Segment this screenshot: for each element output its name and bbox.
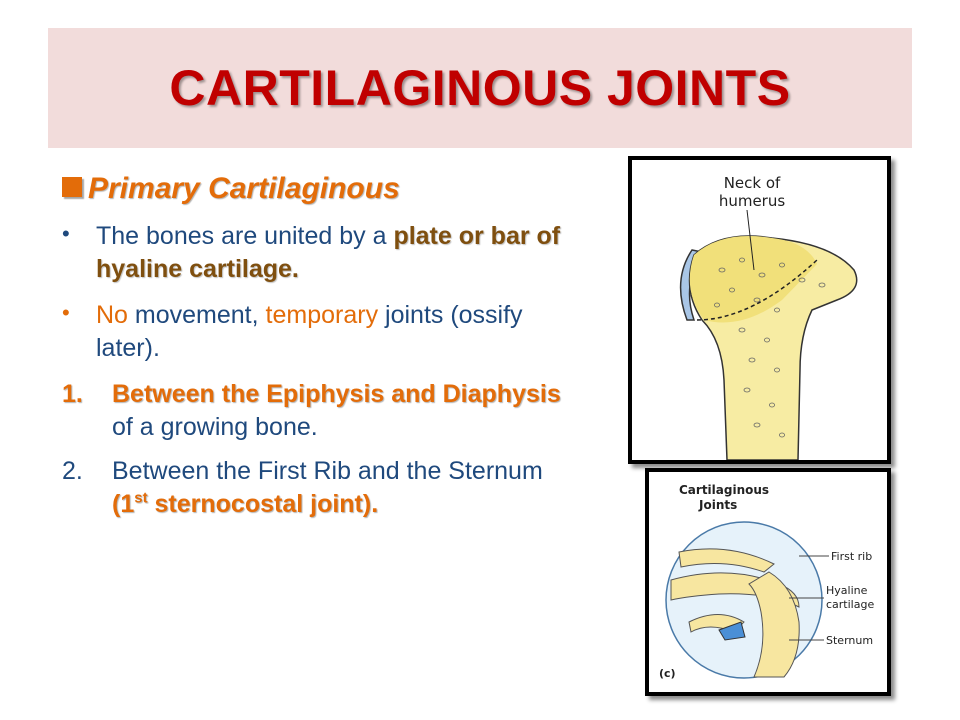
- item-2-emphasis: (1st sternocostal joint).: [112, 489, 379, 518]
- figure-2-title-line1: Cartilaginous: [679, 483, 769, 497]
- item-2-bold-post: sternocostal joint).: [147, 489, 379, 518]
- bullet-2-part3: temporary: [265, 301, 379, 329]
- sternocostal-illustration: Cartilaginous Joints First rib Hyaline c…: [659, 483, 874, 680]
- figure-2-label-hyaline-1: Hyaline: [826, 584, 868, 597]
- numbered-item-2: 2. Between the First Rib and the Sternum…: [62, 455, 582, 520]
- bullet-dot-icon: •: [62, 300, 70, 325]
- item-2-number: 2.: [62, 457, 83, 485]
- numbered-item-1: 1. Between the Epiphysis and Diaphysis o…: [62, 378, 582, 443]
- figure-1-label-line2: humerus: [719, 192, 786, 210]
- humerus-illustration: Neck of humerus: [679, 174, 858, 461]
- figure-2-label-first-rib: First rib: [831, 550, 872, 563]
- bullet-item-1: • The bones are united by a plate or bar…: [62, 220, 582, 285]
- sternocostal-figure: Cartilaginous Joints First rib Hyaline c…: [645, 468, 891, 696]
- item-1-number: 1.: [62, 380, 83, 408]
- item-1-rest: of a growing bone.: [112, 412, 318, 441]
- figure-2-panel-label: (c): [659, 667, 676, 680]
- bullet-1-emphasis: plate or bar of hyaline cartilage.: [96, 222, 561, 283]
- section-heading-text: Primary Cartilaginous: [88, 172, 400, 205]
- item-2-bold-pre: (1: [112, 489, 135, 518]
- bullet-dot-icon: •: [62, 221, 70, 246]
- item-1-emphasis: Between the Epiphysis and Diaphysis: [112, 380, 561, 408]
- bullet-1-text: The bones are united by a: [96, 222, 394, 250]
- bullet-2-part4: joints (ossify later).: [96, 301, 523, 362]
- item-2-text: Between the First Rib and the Sternum: [112, 457, 543, 485]
- title-band: CARTILAGINOUS JOINTS: [48, 28, 912, 148]
- section-heading: Primary Cartilaginous: [62, 172, 582, 206]
- figure-2-title-line2: Joints: [698, 498, 737, 512]
- bullet-item-2: • No movement, temporary joints (ossify …: [62, 299, 582, 364]
- bullet-2-part2: movement,: [127, 301, 266, 329]
- slide-title: CARTILAGINOUS JOINTS: [169, 60, 791, 116]
- item-2-sup: st: [134, 489, 148, 507]
- bullet-2-part1: No: [96, 301, 128, 329]
- figure-2-label-hyaline-2: cartilage: [826, 598, 874, 611]
- humerus-figure: Neck of humerus: [628, 156, 891, 464]
- slide-content: Primary Cartilaginous • The bones are un…: [62, 172, 582, 532]
- figure-2-label-sternum: Sternum: [826, 634, 873, 647]
- checkbox-bullet-icon: [62, 177, 82, 197]
- figure-1-label-line1: Neck of: [724, 174, 781, 192]
